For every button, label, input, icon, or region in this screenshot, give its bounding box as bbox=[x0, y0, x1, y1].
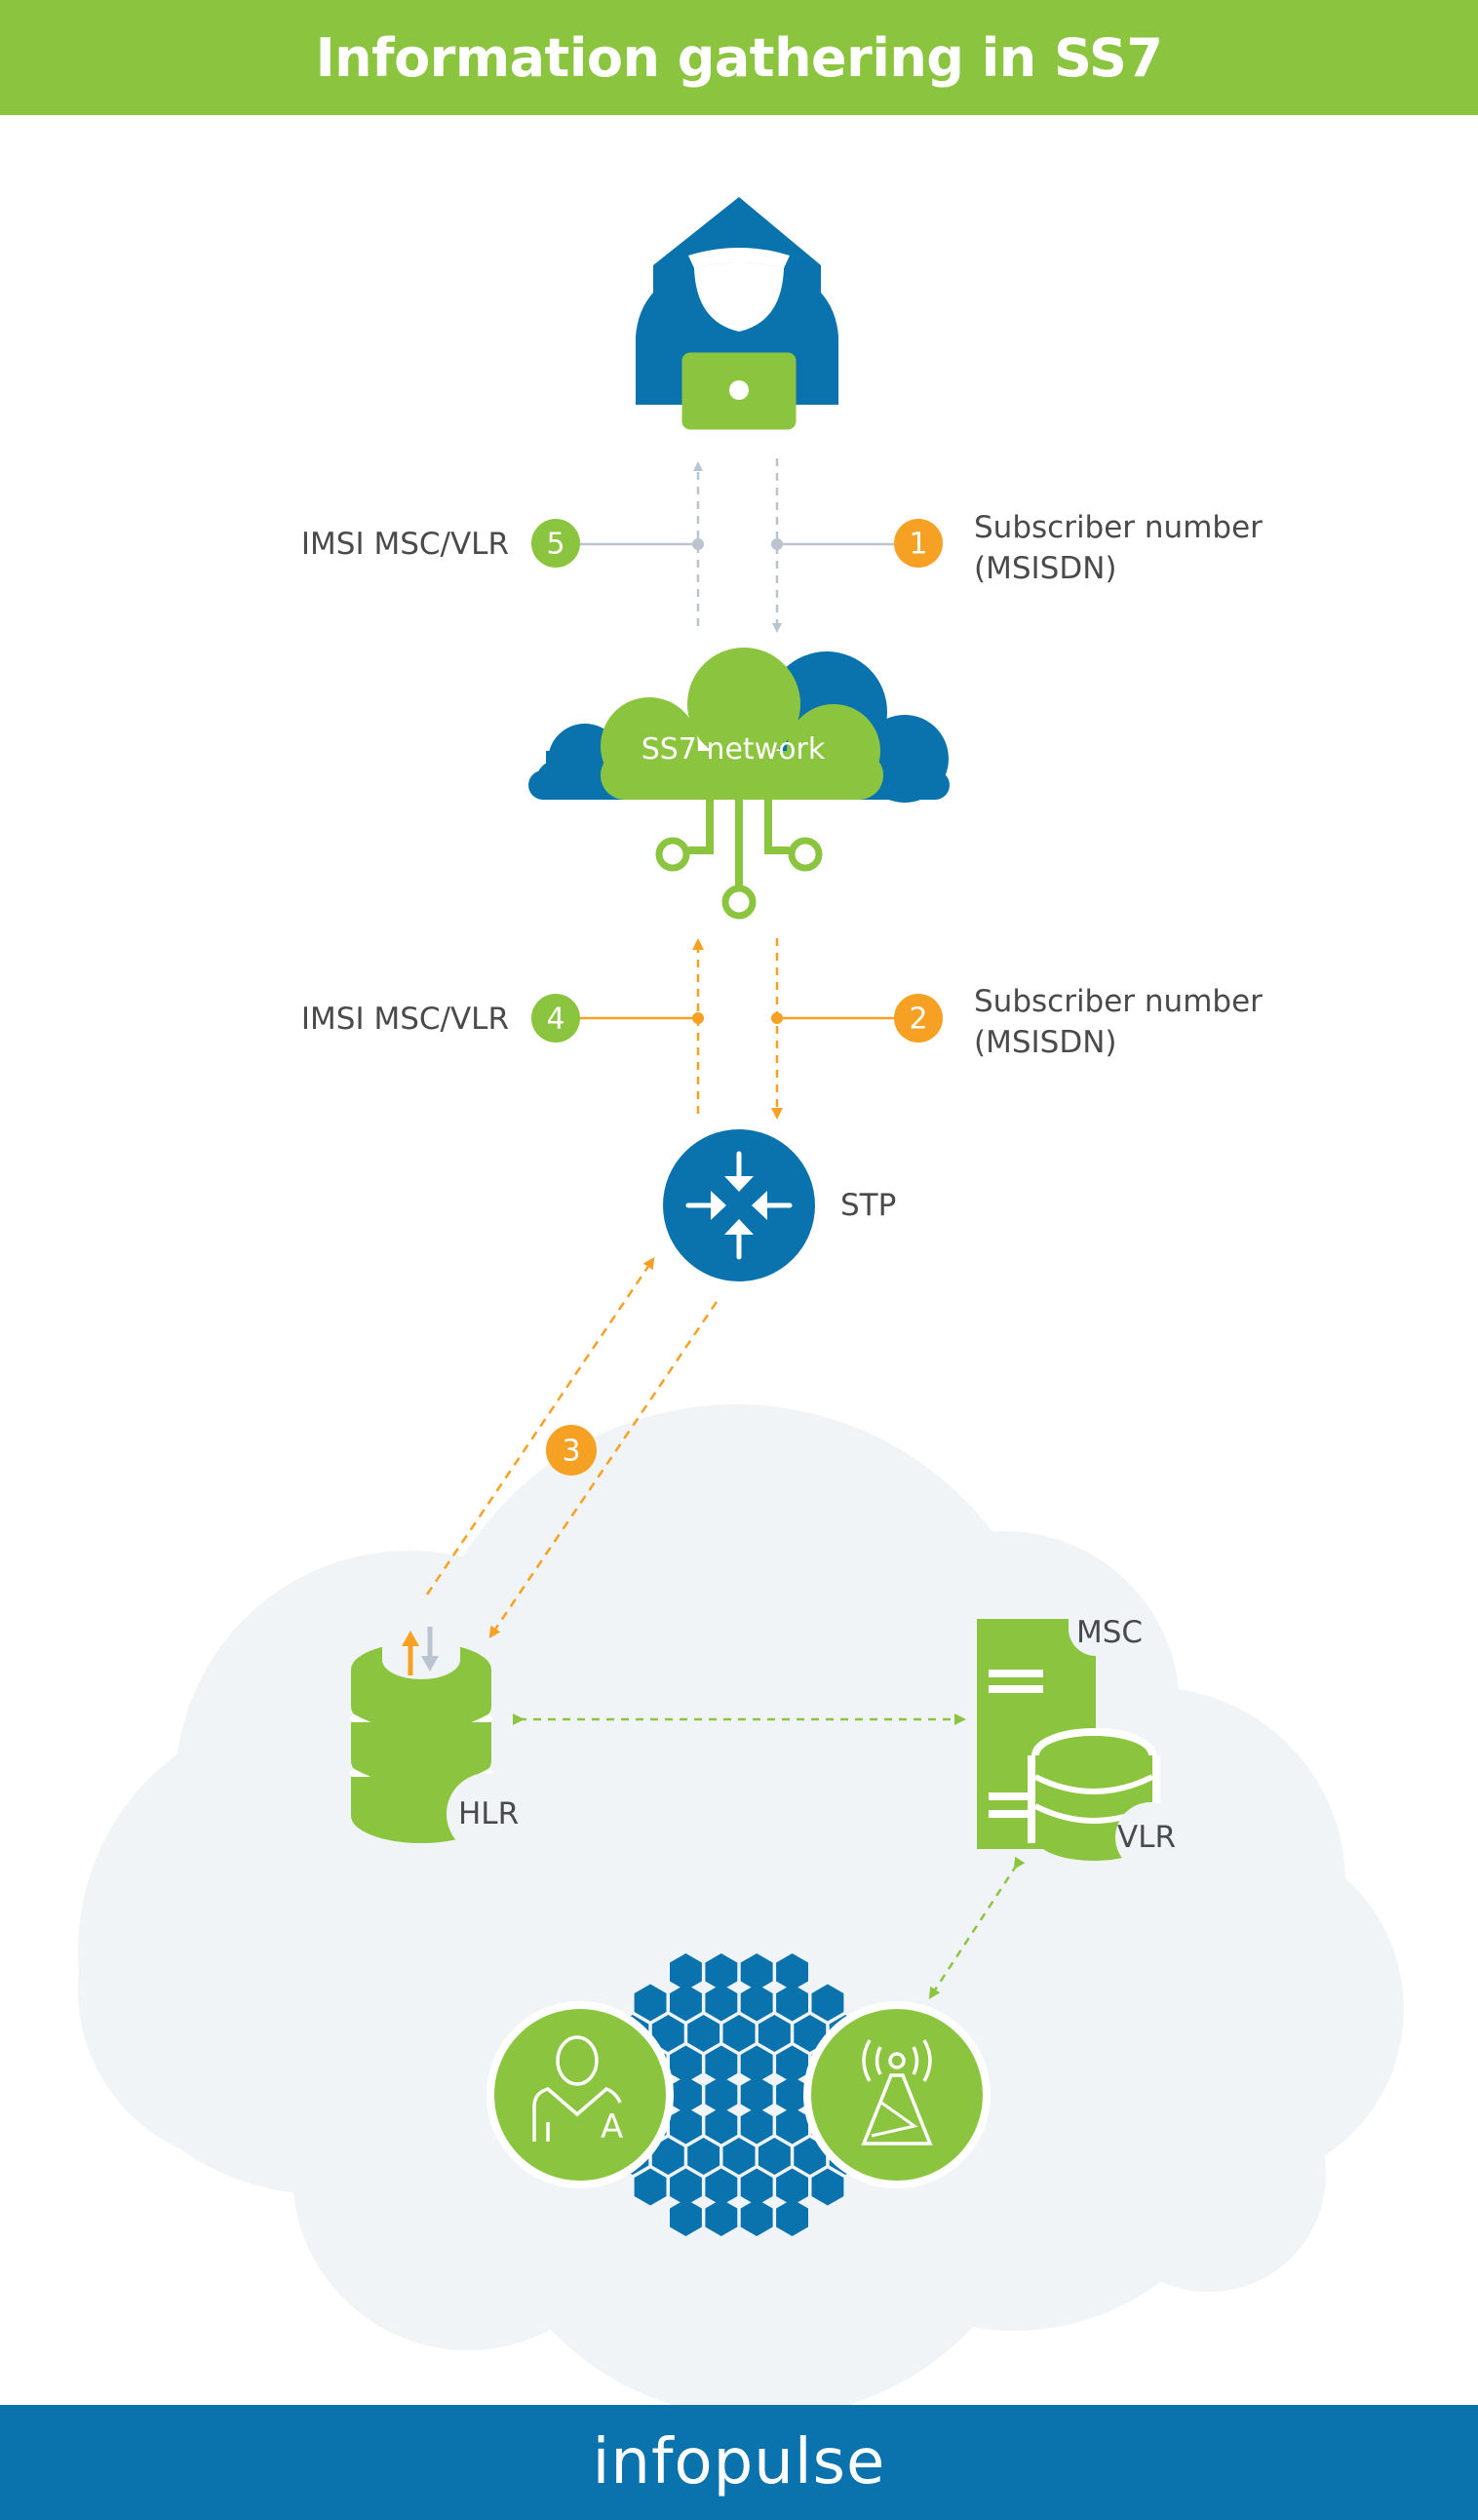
hex-cell bbox=[794, 2015, 827, 2052]
hex-cell bbox=[758, 2138, 791, 2175]
step-2-label-line2: (MSISDN) bbox=[974, 1025, 1117, 1060]
cell-tower-icon bbox=[803, 2001, 991, 2188]
footer-banner: infopulse bbox=[0, 2405, 1478, 2520]
hex-cell bbox=[776, 1953, 808, 1990]
hex-cell bbox=[811, 2168, 844, 2206]
step-2: 2 Subscriber number (MSISDN) bbox=[894, 984, 1263, 1060]
hex-cell bbox=[794, 2138, 827, 2175]
hex-cell bbox=[670, 2199, 702, 2236]
step-1-label-line2: (MSISDN) bbox=[974, 551, 1117, 586]
header-banner: Information gathering in SS7 bbox=[0, 0, 1478, 115]
vlr-database-icon bbox=[1028, 1728, 1186, 1872]
hex-cell bbox=[651, 2015, 684, 2052]
hex-cell bbox=[705, 2045, 738, 2083]
hex-cell bbox=[740, 2076, 773, 2113]
step-5: 5 IMSI MSC/VLR bbox=[301, 519, 580, 568]
hex-cell bbox=[740, 1984, 773, 2022]
brand-logo: infopulse bbox=[592, 2426, 886, 2499]
hex-cell bbox=[705, 1984, 738, 2022]
step-1-label-line1: Subscriber number bbox=[974, 510, 1263, 545]
connector-attacker-ss7 bbox=[579, 458, 895, 633]
up-down-arrows-icon bbox=[402, 1627, 439, 1675]
stp-label: STP bbox=[840, 1188, 896, 1223]
hex-cell bbox=[740, 2045, 773, 2083]
hex-cell bbox=[670, 2168, 702, 2206]
subscriber-label: A bbox=[601, 2107, 623, 2146]
msc-label: MSC bbox=[1076, 1615, 1143, 1650]
step-4: 4 IMSI MSC/VLR bbox=[301, 994, 580, 1043]
hex-cell bbox=[722, 2015, 756, 2052]
arrows-converge-icon bbox=[663, 1129, 815, 1281]
hex-cell bbox=[670, 1953, 702, 1990]
home-network-cloud bbox=[78, 1404, 1404, 2419]
hex-cell bbox=[811, 1984, 844, 2022]
hex-cell bbox=[687, 2015, 720, 2052]
hex-cell bbox=[776, 2199, 808, 2236]
page-title: Information gathering in SS7 bbox=[315, 26, 1163, 89]
user-icon: A bbox=[486, 2001, 674, 2188]
step-4-number: 4 bbox=[546, 1003, 564, 1037]
hex-cell bbox=[776, 1984, 808, 2022]
connector-vlr-tower bbox=[928, 1856, 1026, 2000]
step-5-label: IMSI MSC/VLR bbox=[301, 527, 509, 562]
hex-cell bbox=[705, 2168, 738, 2206]
hex-cell bbox=[776, 2107, 808, 2145]
step-1-number: 1 bbox=[909, 528, 927, 562]
step-2-number: 2 bbox=[909, 1003, 927, 1037]
hex-cell bbox=[705, 1953, 738, 1990]
hex-cell bbox=[634, 1984, 667, 2022]
hex-cell bbox=[670, 2076, 702, 2113]
hlr-label: HLR bbox=[458, 1796, 519, 1831]
cloud-circuit-icon: SS7 network bbox=[528, 648, 950, 920]
hex-cell bbox=[740, 2199, 773, 2236]
step-4-label: IMSI MSC/VLR bbox=[301, 1002, 509, 1037]
hex-cell bbox=[705, 2199, 738, 2236]
connector-stp-hlr bbox=[425, 1257, 719, 1638]
step-3: 3 bbox=[546, 1425, 597, 1476]
step-1: 1 Subscriber number (MSISDN) bbox=[894, 510, 1263, 586]
vlr-label: VLR bbox=[1117, 1820, 1176, 1855]
hex-cell bbox=[776, 2045, 808, 2083]
hex-cell bbox=[705, 2076, 738, 2113]
hex-cell bbox=[670, 1984, 702, 2022]
hex-cell bbox=[670, 2107, 702, 2145]
hooded-hacker-icon bbox=[636, 197, 838, 430]
hex-cell bbox=[740, 2168, 773, 2206]
hex-cell bbox=[634, 2168, 667, 2206]
step-5-number: 5 bbox=[546, 528, 564, 562]
hex-cell bbox=[740, 1953, 773, 1990]
hex-cell bbox=[670, 2045, 702, 2083]
step-3-number: 3 bbox=[562, 1435, 580, 1469]
hex-cell bbox=[651, 2138, 684, 2175]
hex-cell bbox=[687, 2138, 720, 2175]
hlr-database-icon bbox=[349, 1638, 528, 1855]
hex-cell bbox=[722, 2138, 756, 2175]
hex-cell bbox=[776, 2168, 808, 2206]
hex-cell bbox=[740, 2107, 773, 2145]
hex-cell bbox=[705, 2107, 738, 2145]
hex-cell bbox=[776, 2076, 808, 2113]
connector-ss7-stp bbox=[579, 938, 895, 1120]
hex-cell bbox=[758, 2015, 791, 2052]
step-2-label-line1: Subscriber number bbox=[974, 984, 1263, 1019]
ss7-network-label: SS7 network bbox=[642, 732, 826, 767]
